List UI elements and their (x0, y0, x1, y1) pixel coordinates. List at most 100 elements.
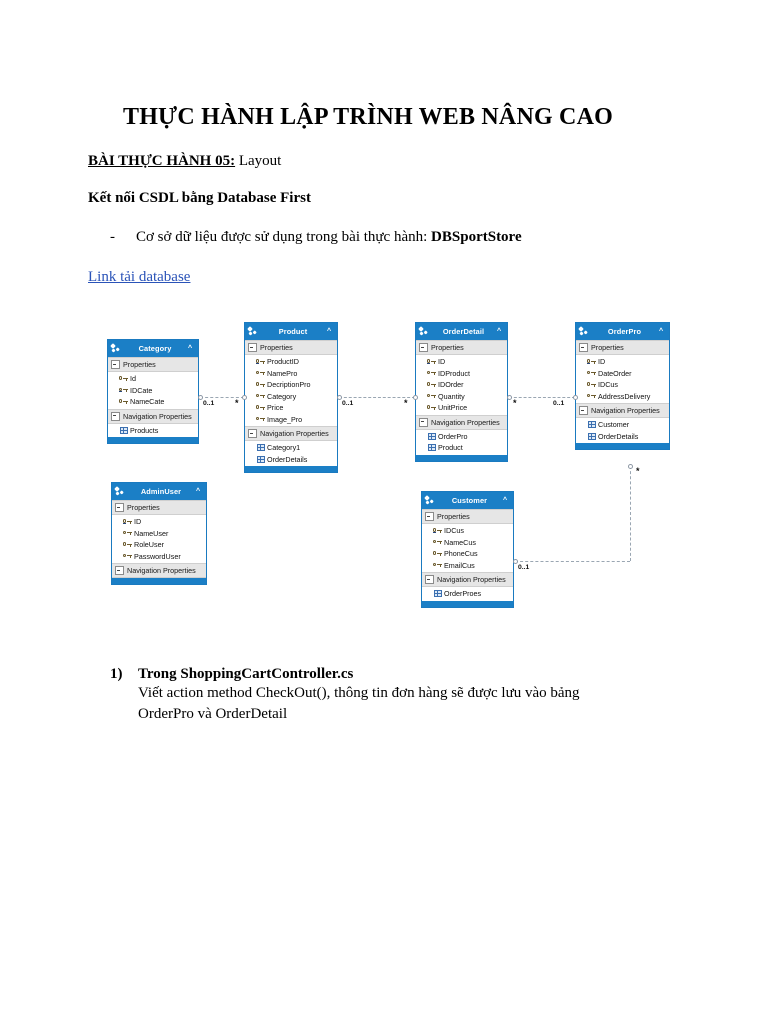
property-row[interactable]: IDProduct (416, 368, 507, 380)
exercise-line: BÀI THỰC HÀNH 05: Layout (88, 153, 688, 170)
navigation-row[interactable]: Products (108, 425, 198, 437)
property-row[interactable]: UnitPrice (416, 402, 507, 414)
exercise-label: BÀI THỰC HÀNH 05: (88, 153, 236, 169)
relationship-endpoint (512, 558, 518, 564)
property-row[interactable]: DateOrder (576, 368, 669, 380)
property-row[interactable]: IDOrder (416, 379, 507, 391)
navigation-section-header[interactable]: Navigation Properties (245, 426, 337, 441)
entity-header[interactable]: Product^ (245, 323, 337, 340)
property-row[interactable]: Category (245, 391, 337, 403)
entity-header[interactable]: Customer^ (422, 492, 513, 509)
collapse-box-icon[interactable] (579, 343, 588, 352)
property-row[interactable]: Image_Pro (245, 414, 337, 426)
navigation-section-header[interactable]: Navigation Properties (416, 414, 507, 430)
collapse-box-icon[interactable] (579, 406, 588, 415)
navigation-row[interactable]: Category1 (245, 442, 337, 454)
property-row[interactable]: PhoneCus (422, 548, 513, 560)
key-icon (123, 529, 132, 538)
navigation-section-header[interactable]: Navigation Properties (112, 563, 206, 578)
multiplicity-label: 0..1 (553, 400, 565, 407)
properties-section-header[interactable]: Properties (245, 340, 337, 355)
property-row[interactable]: NameCate (108, 396, 198, 408)
property-name: PasswordUser (134, 551, 181, 561)
chevron-up-icon[interactable]: ^ (496, 328, 502, 335)
chevron-up-icon[interactable]: ^ (187, 345, 193, 352)
property-row[interactable]: Quantity (416, 391, 507, 403)
entity-footer (422, 600, 513, 607)
navigation-row[interactable]: OrderDetails (576, 431, 669, 443)
property-row[interactable]: NameUser (112, 528, 206, 540)
collapse-box-icon[interactable] (419, 417, 428, 427)
property-name: DecriptionPro (267, 380, 311, 390)
collapse-box-icon[interactable] (115, 566, 124, 575)
property-name: IDCus (598, 380, 618, 390)
chevron-up-icon[interactable]: ^ (658, 328, 664, 335)
collapse-box-icon[interactable] (111, 360, 120, 369)
property-row[interactable]: IDCus (422, 525, 513, 537)
property-name: Id (130, 374, 136, 384)
properties-section-header[interactable]: Properties (576, 340, 669, 355)
property-row[interactable]: ID (416, 356, 507, 368)
navigation-section-header[interactable]: Navigation Properties (422, 572, 513, 587)
navigation-property-icon (427, 432, 436, 441)
entity-header[interactable]: AdminUser^ (112, 483, 206, 500)
collapse-box-icon[interactable] (425, 512, 434, 521)
property-row[interactable]: AddressDelivery (576, 391, 669, 403)
bullet-text: Cơ sở dữ liệu được sử dụng trong bài thự… (136, 229, 432, 245)
entity-header[interactable]: OrderPro^ (576, 323, 669, 340)
property-row[interactable]: NameCus (422, 537, 513, 549)
property-row[interactable]: IDCus (576, 379, 669, 391)
chevron-up-icon[interactable]: ^ (326, 328, 332, 335)
chevron-up-icon[interactable]: ^ (195, 488, 201, 495)
page-title: THỰC HÀNH LẬP TRÌNH WEB NÂNG CAO (122, 104, 613, 130)
navigation-row[interactable]: Product (416, 442, 507, 454)
properties-section-header[interactable]: Properties (422, 509, 513, 524)
navigation-row[interactable]: Customer (576, 419, 669, 431)
collapse-box-icon[interactable] (419, 343, 428, 352)
property-row[interactable]: ID (576, 356, 669, 368)
property-row[interactable]: EmailCus (422, 560, 513, 572)
collapse-box-icon[interactable] (115, 503, 124, 512)
property-row[interactable]: ProductID (245, 356, 337, 368)
navigation-rows: Products (108, 423, 198, 437)
collapse-box-icon[interactable] (248, 429, 257, 438)
property-name: UnitPrice (438, 403, 468, 413)
chevron-up-icon[interactable]: ^ (502, 497, 508, 504)
task-block: 1) Trong ShoppingCartController.cs Viết … (110, 666, 710, 724)
key-icon (119, 374, 128, 383)
properties-section-header[interactable]: Properties (112, 500, 206, 515)
properties-section-label: Properties (437, 512, 470, 521)
property-row[interactable]: RoleUser (112, 539, 206, 551)
collapse-box-icon[interactable] (425, 575, 434, 584)
property-row[interactable]: ID (112, 516, 206, 528)
navigation-row[interactable]: OrderProes (422, 588, 513, 600)
property-row[interactable]: Id (108, 373, 198, 385)
key-icon (587, 392, 596, 401)
property-row[interactable]: NamePro (245, 368, 337, 380)
navigation-section-header[interactable]: Navigation Properties (576, 403, 669, 418)
property-row[interactable]: PasswordUser (112, 551, 206, 563)
property-row[interactable]: DecriptionPro (245, 379, 337, 391)
properties-section-header[interactable]: Properties (108, 357, 198, 372)
collapse-box-icon[interactable] (248, 343, 257, 352)
collapse-box-icon[interactable] (111, 411, 120, 421)
multiplicity-star: * (636, 466, 640, 476)
property-row[interactable]: Price (245, 402, 337, 414)
primary-key-icon (426, 357, 436, 366)
property-name: ProductID (267, 357, 299, 367)
database-download-link[interactable]: Link tải database (88, 269, 191, 285)
navigation-row[interactable]: OrderPro (416, 431, 507, 443)
relationship-endpoint (506, 394, 512, 400)
entity-header[interactable]: OrderDetail^ (416, 323, 507, 340)
navigation-row[interactable]: OrderDetails (245, 454, 337, 466)
property-row[interactable]: IDCate (108, 385, 198, 397)
navigation-section-header[interactable]: Navigation Properties (108, 408, 198, 424)
properties-section-header[interactable]: Properties (416, 340, 507, 355)
entity-header[interactable]: Category^ (108, 340, 198, 357)
